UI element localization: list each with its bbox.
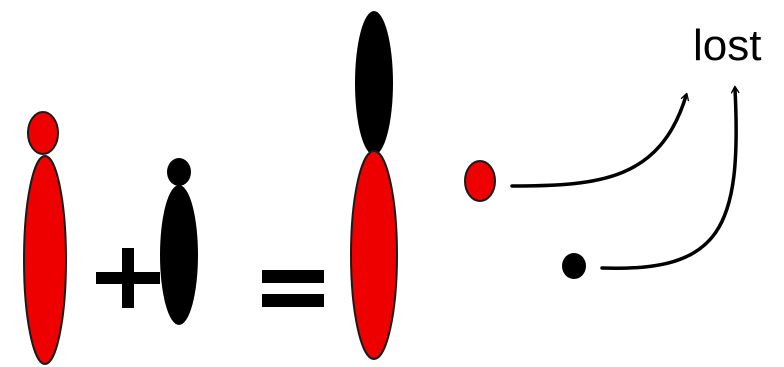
black-chromosome-short-arm [167,158,191,186]
lost-red-fragment [465,161,495,201]
fused-chromosome-red-arm [351,151,397,359]
fused-chromosome-black-arm [355,11,393,155]
red-chromosome [24,112,66,364]
curved-arrow-black [602,89,736,268]
lost-label: lost [693,21,761,70]
fused-chromosome [351,11,397,359]
equals-sign [262,270,324,307]
red-chromosome-short-arm [28,112,58,154]
plus-sign [96,248,160,308]
lost-black-fragment [562,253,586,279]
red-chromosome-long-arm [24,156,66,364]
black-chromosome [160,158,198,325]
black-chromosome-long-arm [160,185,198,325]
curved-arrow-red [512,96,686,186]
